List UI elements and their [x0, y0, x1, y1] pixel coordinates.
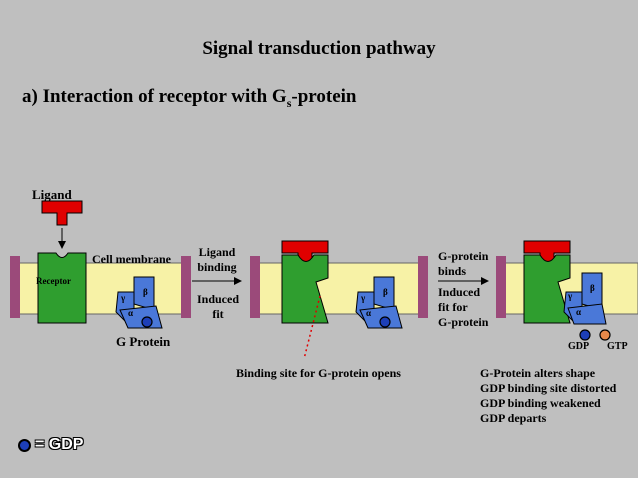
receptor-shape-3: [523, 254, 571, 324]
membrane-2: [250, 256, 428, 318]
gtp-circle: [599, 329, 611, 341]
receptor-shape-1: [37, 252, 87, 324]
gdp-legend-icon: [18, 438, 31, 452]
legend-text: = GDP: [35, 436, 84, 453]
binding-site-pointer: [303, 295, 321, 360]
gtp-label: GTP: [607, 341, 628, 352]
ligand-label: Ligand: [32, 187, 72, 202]
gdp-label: GDP: [568, 341, 590, 352]
note-item: GDP binding site distorted: [480, 381, 617, 395]
gamma-label-3: γ: [568, 291, 573, 301]
note-item: G-Protein alters shape: [480, 366, 596, 380]
note-item: GDP binding weakened: [480, 396, 601, 410]
ligand-shape-1: [41, 200, 83, 226]
note-item: GDP departs: [480, 411, 547, 425]
cell-membrane-label: Cell membrane: [92, 252, 171, 266]
receptor-shape-2: [281, 254, 329, 324]
g-protein-3: [563, 272, 607, 325]
beta-label-1: β: [143, 287, 148, 297]
gdp-circle-1: [141, 316, 153, 328]
legend: = GDP: [18, 436, 83, 454]
page-title: Signal transduction pathway: [202, 38, 436, 59]
gamma-label-2: γ: [361, 293, 366, 303]
g-protein-1: [115, 276, 163, 329]
beta-label-2: β: [383, 287, 388, 297]
alpha-label-3: α: [576, 307, 582, 317]
subtitle: a) Interaction of receptor with Gs-prote…: [22, 86, 357, 110]
g-protein-label: G Protein: [116, 334, 171, 349]
alpha-label-1: α: [128, 308, 134, 318]
receptor-label: Receptor: [36, 276, 71, 286]
binding-site-label: Binding site for G-protein opens: [236, 366, 401, 380]
alpha-label-2: α: [366, 308, 372, 318]
notes-list: G-Protein alters shape GDP binding site …: [480, 366, 616, 426]
gdp-circle-3: [579, 329, 591, 341]
g-protein-2: [355, 276, 403, 329]
gdp-circle-2: [379, 316, 391, 328]
beta-label-3: β: [590, 283, 595, 293]
gamma-label-1: γ: [121, 293, 126, 303]
